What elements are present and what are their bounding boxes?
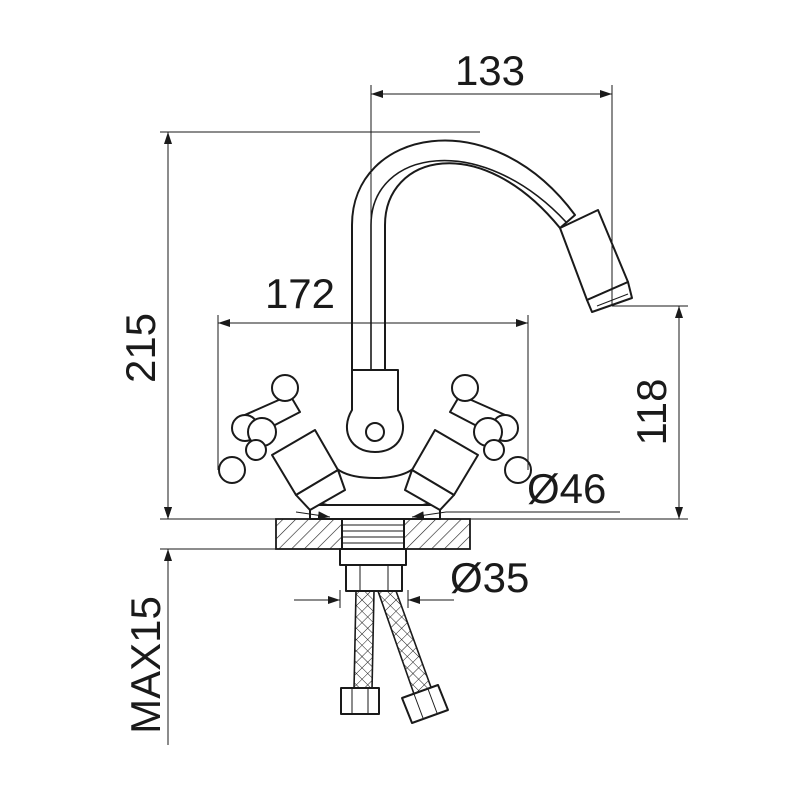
countertop-section (275, 518, 471, 550)
faucet-body (309, 369, 441, 520)
dimension-total-height: 215 (117, 131, 480, 520)
dimension-outlet-height: 118 (470, 305, 688, 520)
left-handle (218, 374, 346, 511)
dimension-mount-diameter: Ø35 (294, 554, 529, 608)
dimension-spout-reach: 133 (370, 47, 613, 305)
dimension-base-diameter: Ø46 (295, 465, 620, 520)
handle-span-label: 172 (265, 270, 335, 317)
right-handle (404, 374, 532, 511)
dimension-handle-span: 172 (217, 270, 529, 470)
total-height-label: 215 (117, 313, 164, 383)
max-thickness-label: MAX15 (122, 596, 169, 734)
base-diameter-label: Ø46 (527, 465, 606, 512)
mount-diameter-label: Ø35 (450, 554, 529, 601)
supply-hoses (340, 590, 449, 724)
dimension-max-thickness: MAX15 (122, 470, 276, 745)
mounting-shank (339, 518, 407, 592)
spout (351, 139, 633, 371)
outlet-height-label: 118 (628, 379, 675, 446)
spout-reach-label: 133 (455, 47, 525, 94)
